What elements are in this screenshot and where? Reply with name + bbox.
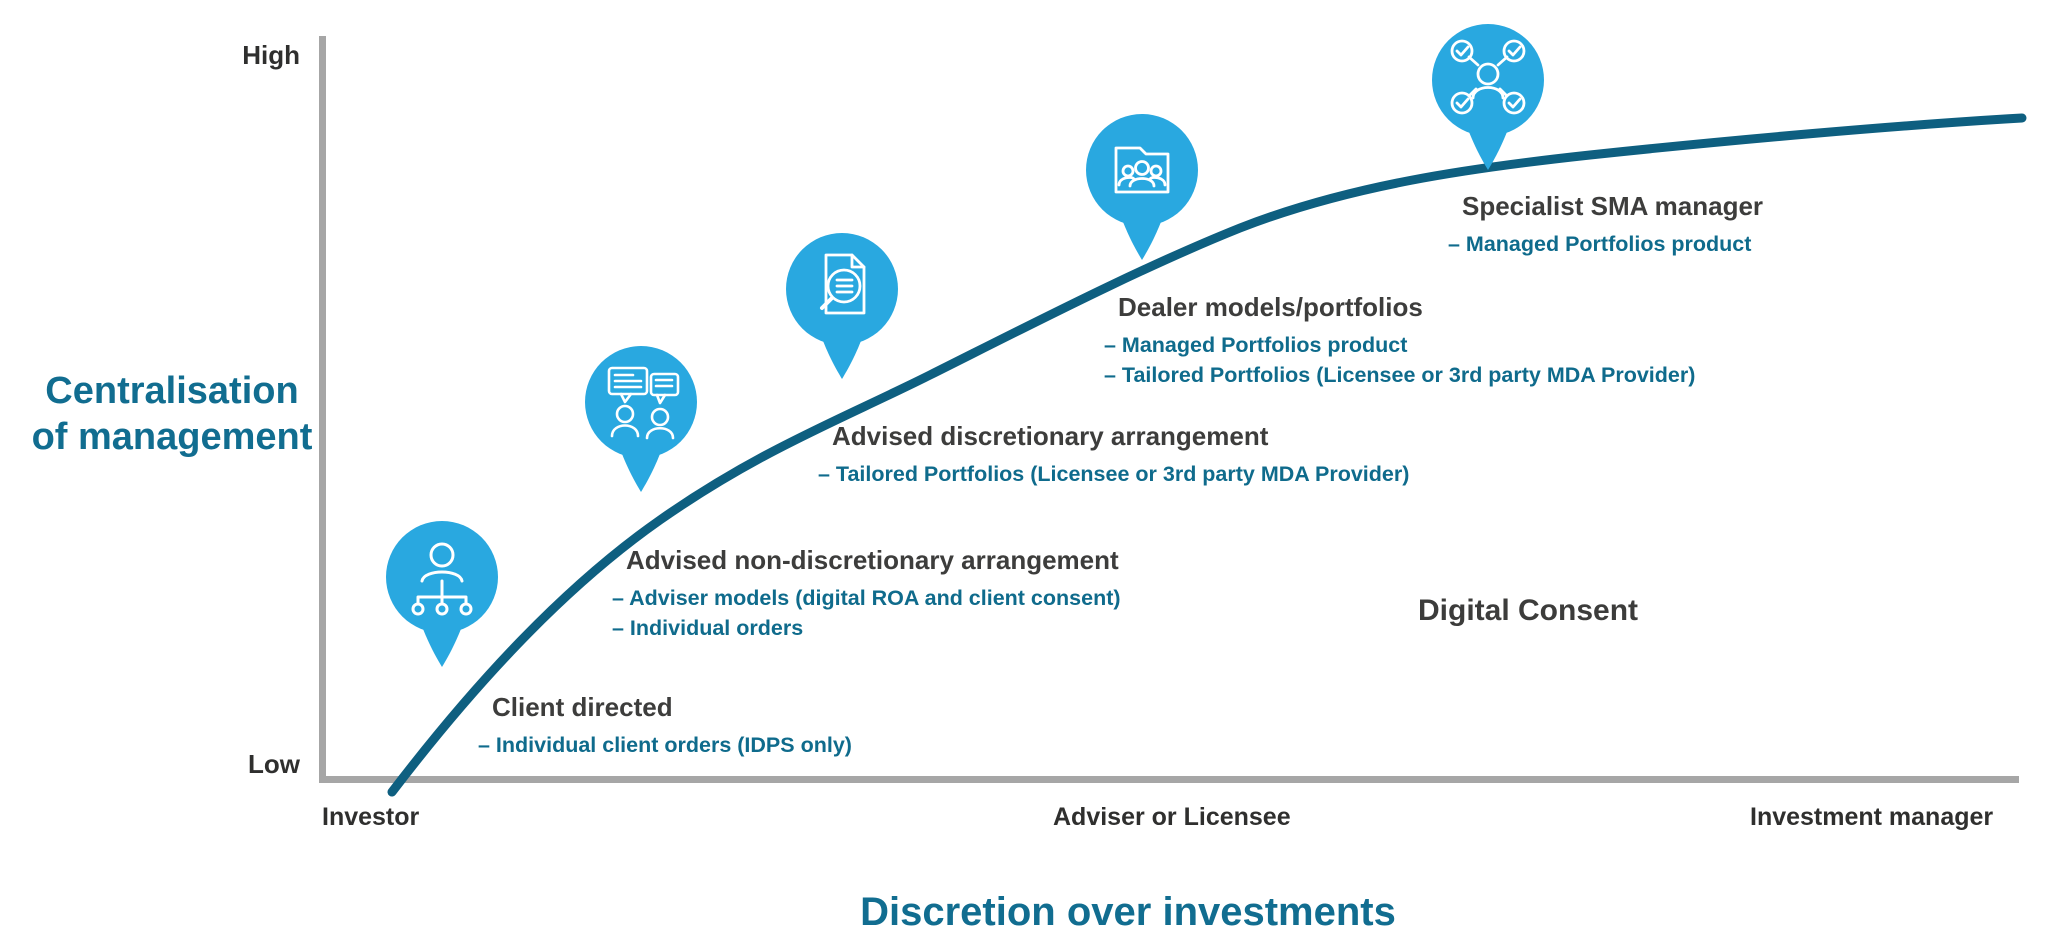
stage-bullet: – Individual client orders (IDPS only) (478, 733, 852, 757)
stage-advised-non-discretionary: Advised non-discretionary arrangement – … (612, 545, 1121, 643)
marker-bubble-client-directed (382, 517, 502, 677)
stage-title: Advised discretionary arrangement (832, 421, 1269, 451)
stage-bullet: – Managed Portfolios product (1448, 232, 1752, 256)
marker-bubble-advised-discretionary (782, 229, 902, 389)
stage-bullet: – Managed Portfolios product (1104, 333, 1408, 357)
marker-bubble-specialist-sma (1428, 20, 1548, 180)
person-org-chart-icon (411, 542, 473, 616)
stage-client-directed: Client directed – Individual client orde… (478, 692, 852, 761)
y-tick-low: Low (248, 749, 300, 779)
stage-bullet: – Tailored Portfolios (Licensee or 3rd p… (1104, 362, 1696, 387)
delegation-network-icon (1450, 39, 1526, 115)
stage-bullet: – Adviser models (digital ROA and client… (612, 586, 1121, 610)
conversation-icon (607, 366, 680, 440)
stage-specialist-sma: Specialist SMA manager – Managed Portfol… (1448, 191, 1763, 260)
x-axis-title: Discretion over investments (860, 890, 1396, 934)
y-axis-title-line2: of management (31, 416, 313, 459)
stage-dealer-models: Dealer models/portfolios – Managed Portf… (1104, 292, 1695, 390)
stage-title: Advised non-discretionary arrangement (626, 545, 1119, 575)
marker-bubble-advised-non-discretionary (581, 342, 701, 502)
stage-advised-discretionary: Advised discretionary arrangement – Tail… (818, 421, 1409, 490)
x-tick-adviser-or-licensee: Adviser or Licensee (1053, 803, 1291, 831)
x-axis-line (319, 776, 2019, 783)
stage-title: Client directed (492, 692, 673, 722)
y-tick-high: High (242, 40, 300, 70)
document-search-icon (820, 253, 866, 315)
stage-title: Dealer models/portfolios (1118, 292, 1423, 322)
x-tick-investment-manager: Investment manager (1750, 803, 1994, 831)
y-axis-line (319, 36, 326, 783)
stage-bullet: – Individual orders (612, 615, 804, 640)
marker-bubble-dealer-models (1082, 110, 1202, 270)
y-axis-title: Centralisation of management (24, 368, 320, 461)
stage-title: Specialist SMA manager (1462, 191, 1764, 221)
x-tick-investor: Investor (322, 803, 420, 831)
folder-team-icon (1114, 146, 1170, 194)
digital-consent-annotation: Digital Consent (1418, 594, 1639, 627)
y-axis-title-line1: Centralisation (45, 370, 299, 412)
stage-bullet: – Tailored Portfolios (Licensee or 3rd p… (818, 462, 1410, 486)
